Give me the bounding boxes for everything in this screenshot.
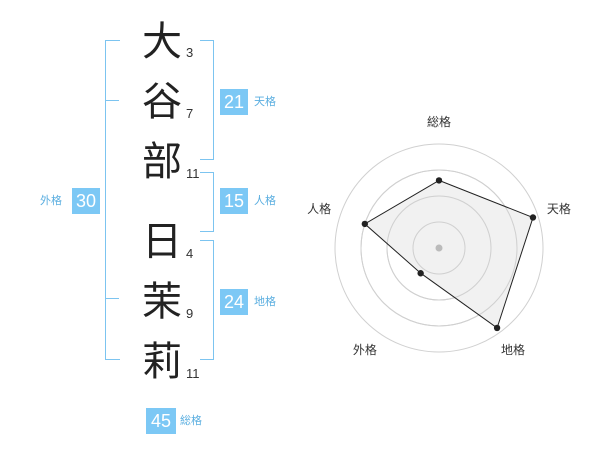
stroke-count-2: 7 — [186, 106, 194, 121]
radar-ring-overlay-1 — [412, 221, 466, 275]
radar-point-1 — [435, 177, 443, 184]
radar-ring-4 — [334, 143, 544, 353]
radar-point-2 — [529, 214, 537, 221]
radar-axis-label-2: 天格 — [547, 201, 571, 216]
gaikaku-value: 30 — [72, 188, 100, 214]
radar-point-4 — [417, 270, 424, 277]
name-char-2: 谷 — [142, 79, 182, 125]
tenkaku-label: 天格 — [254, 95, 276, 108]
tenkaku-bracket — [200, 40, 214, 160]
stroke-count-6: 11 — [186, 366, 200, 381]
chikaku-bracket — [200, 240, 214, 360]
stroke-count-4: 4 — [186, 246, 194, 261]
radar-axis-label-4: 外格 — [353, 342, 377, 357]
stroke-count-5: 9 — [186, 306, 194, 321]
gaikaku-bracket-tick-bottom — [105, 298, 119, 299]
tenkaku-value: 21 — [220, 89, 248, 115]
name-char-5: 茉 — [142, 279, 182, 325]
jinkaku-value: 15 — [220, 188, 248, 214]
soukaku-label: 総格 — [180, 414, 202, 427]
radar-center-dot — [435, 244, 443, 252]
chikaku-label: 地格 — [254, 295, 276, 308]
radar-axis-label-3: 地格 — [501, 342, 525, 357]
soukaku-value: 45 — [146, 408, 176, 434]
gaikaku-label: 外格 — [40, 194, 62, 207]
gaikaku-bracket-tick-top — [105, 100, 119, 101]
name-char-3: 部 — [142, 139, 182, 185]
radar-point-3 — [493, 324, 501, 332]
name-char-6: 莉 — [142, 339, 182, 385]
jinkaku-bracket — [200, 172, 214, 232]
radar-ring-overlay-2 — [386, 195, 492, 301]
radar-axis-label-5: 人格 — [307, 201, 331, 216]
gaikaku-bracket — [105, 40, 120, 360]
radar-ring-overlay-3 — [360, 169, 518, 327]
stroke-count-3: 11 — [186, 166, 200, 181]
radar-area — [364, 180, 533, 328]
chikaku-value: 24 — [220, 289, 248, 315]
radar-axis-label-1: 総格 — [427, 114, 451, 129]
jinkaku-label: 人格 — [254, 194, 276, 207]
stroke-count-1: 3 — [186, 45, 194, 60]
name-char-4: 日 — [142, 219, 182, 265]
name-char-1: 大 — [142, 19, 182, 65]
radar-point-5 — [361, 220, 369, 228]
radar-outline — [363, 179, 534, 329]
